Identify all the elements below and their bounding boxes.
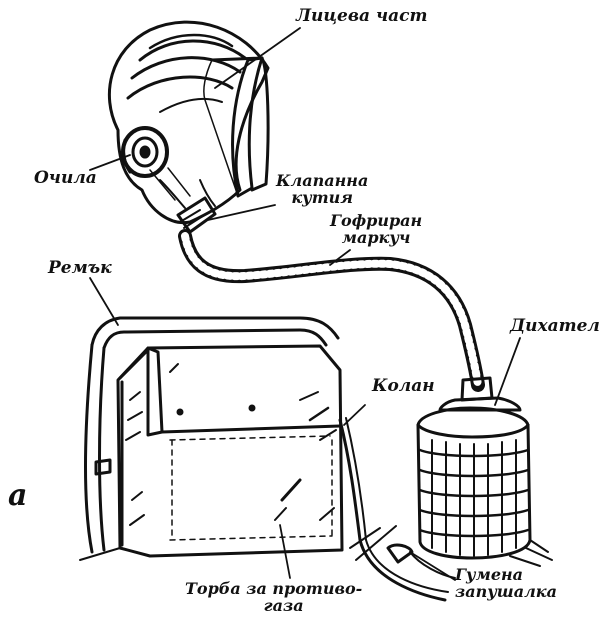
gas-mask-face-piece-icon xyxy=(109,22,268,232)
label-plug: Гумена запушалка xyxy=(455,566,557,600)
label-valve-box-line1: Клапанна xyxy=(276,172,368,189)
corrugated-hose-icon xyxy=(185,236,478,385)
label-hose-line2: маркуч xyxy=(330,229,422,246)
label-bag-line2: газа xyxy=(185,597,362,614)
label-plug-line2: запушалка xyxy=(455,583,557,600)
label-bag: Торба за противо- газа xyxy=(185,580,362,614)
label-filter: Дихател xyxy=(510,318,599,335)
label-belt: Колан xyxy=(372,378,435,395)
label-valve-box: Клапанна кутия xyxy=(276,172,368,206)
label-hose: Гофриран маркуч xyxy=(330,212,422,246)
label-strap: Ремък xyxy=(48,260,112,277)
label-plug-line1: Гумена xyxy=(455,566,557,583)
carrying-bag-icon xyxy=(80,318,448,600)
filter-canister-icon xyxy=(418,378,552,566)
label-goggles: Очила xyxy=(34,170,97,187)
figure-letter: а xyxy=(8,478,27,513)
label-bag-line1: Торба за противо- xyxy=(185,580,362,597)
label-valve-box-line2: кутия xyxy=(276,189,368,206)
label-hose-line1: Гофриран xyxy=(330,212,422,229)
label-face-part: Лицева част xyxy=(296,8,427,25)
